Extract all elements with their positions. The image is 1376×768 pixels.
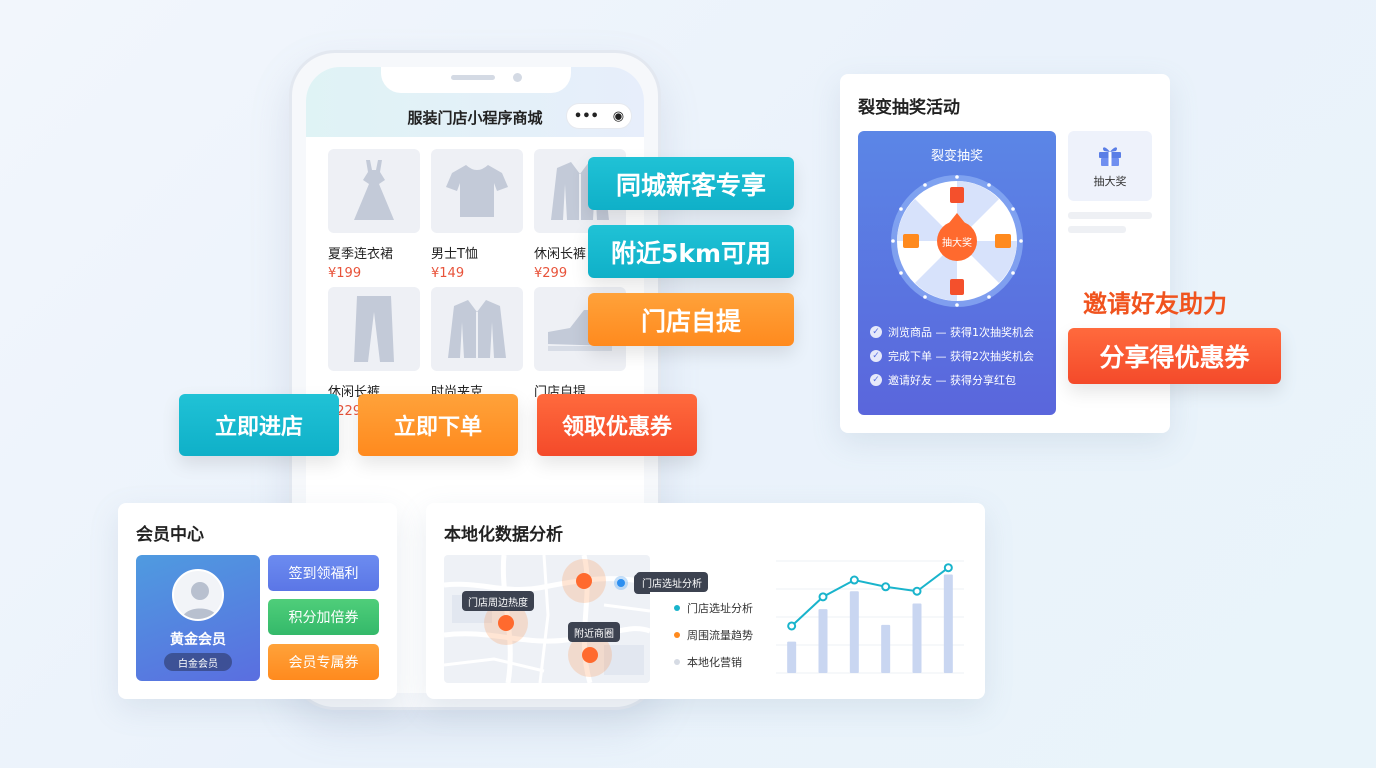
check-icon: ✓ (870, 374, 882, 386)
map-label: 门店周边热度 (462, 591, 534, 611)
legend-dot (674, 632, 680, 638)
analysis-card: 本地化数据分析 门店周边热度 门店选址分析 附近商圈 门店选址分析 门店选址分析… (426, 503, 985, 699)
check-in-button[interactable]: 签到领福利 (268, 555, 379, 591)
product-card[interactable]: 时尚夹克 (431, 287, 523, 404)
legend-item: 本地化营销 (674, 654, 742, 670)
chart-bar (943, 574, 953, 673)
analysis-title: 本地化数据分析 (444, 525, 563, 545)
get-coupon-button[interactable]: 领取优惠券 (537, 394, 697, 456)
mini-program-capsule[interactable]: ••• ◉ (566, 103, 632, 129)
rule-item: ✓邀请好友 — 获得分享红包 (870, 372, 1016, 388)
speaker-icon (451, 75, 495, 80)
legend-item: 门店选址分析 (674, 600, 753, 616)
close-icon[interactable]: ◉ (612, 108, 625, 124)
check-icon: ✓ (870, 350, 882, 362)
chart-point (787, 621, 797, 631)
wheel-title: 裂变抽奖 (930, 149, 983, 164)
chart-bar (881, 624, 891, 673)
product-card[interactable]: 男士T恤 ¥149 (431, 149, 523, 281)
avatar (172, 569, 224, 621)
share-coupon-button[interactable]: 分享得优惠券 (1068, 328, 1281, 384)
product-price: ¥299 (534, 266, 568, 281)
product-name: 休闲长裤 (534, 247, 587, 262)
order-now-button[interactable]: 立即下单 (358, 394, 518, 456)
map-roads (444, 555, 650, 683)
member-badge: 白金会员 (164, 653, 232, 671)
product-price: ¥199 (328, 266, 362, 281)
rule-item: ✓完成下单 — 获得2次抽奖机会 (870, 348, 1034, 364)
pants-icon (328, 287, 420, 371)
more-icon[interactable]: ••• (573, 108, 599, 124)
lottery-title: 裂变抽奖活动 (858, 98, 960, 118)
member-center-title: 会员中心 (136, 525, 204, 545)
prize-wheel[interactable] (889, 173, 1025, 309)
chart-line (790, 566, 949, 627)
legend-dot (674, 659, 680, 665)
phone-notch (381, 67, 571, 93)
product-card[interactable]: 休闲长裤 ¥229 (328, 287, 420, 419)
legend-dot (674, 605, 680, 611)
chart-bar (849, 591, 859, 673)
phone-header: 服装门店小程序商城 ••• ◉ (306, 67, 644, 137)
chart-point (818, 592, 828, 602)
dress-icon (328, 149, 420, 233)
product-card[interactable]: 夏季连衣裙 ¥199 (328, 149, 420, 281)
rule-item: ✓浏览商品 — 获得1次抽奖机会 (870, 324, 1034, 340)
grand-prize-box[interactable]: 抽大奖 (1068, 131, 1152, 201)
product-name: 男士T恤 (431, 247, 478, 262)
tshirt-icon (431, 149, 523, 233)
map-label-store-location: 门店选址分析 (636, 572, 708, 592)
invite-friends-text: 邀请好友助力 (1083, 290, 1227, 318)
member-level-name: 黄金会员 (170, 632, 226, 648)
chart-point (912, 586, 922, 596)
user-icon (182, 582, 218, 619)
member-center-card: 会员中心 黄金会员 白金会员 签到领福利 积分加倍券 会员专属券 (118, 503, 397, 699)
lottery-wheel-panel: 裂变抽奖 抽大奖 ✓浏览商品 — 获得1次抽奖机会 ✓完成下单 — 获得2次抽奖… (858, 131, 1056, 415)
nearby-5km-tag[interactable]: 附近5km可用 (588, 225, 794, 278)
check-icon: ✓ (870, 326, 882, 338)
member-coupon-button[interactable]: 会员专属券 (268, 644, 379, 680)
gift-icon (1099, 147, 1121, 166)
chart-point (943, 563, 953, 573)
wheel-center-label[interactable]: 抽大奖 (942, 238, 972, 249)
camera-icon (513, 73, 522, 82)
placeholder-line (1068, 226, 1126, 233)
points-coupon-button[interactable]: 积分加倍券 (268, 599, 379, 635)
chart-bar (787, 641, 797, 673)
jacket-icon (431, 287, 523, 371)
local-new-customer-tag[interactable]: 同城新客专享 (588, 157, 794, 210)
store-pickup-tag[interactable]: 门店自提 (588, 293, 794, 346)
chart-bar (912, 603, 922, 673)
legend-item: 周围流量趋势 (674, 627, 753, 643)
chart-bar (818, 609, 828, 673)
chart-point (881, 582, 891, 592)
product-name: 夏季连衣裙 (328, 247, 394, 262)
app-title: 服装门店小程序商城 (407, 109, 543, 127)
map-label: 附近商圈 (568, 622, 620, 642)
store-map[interactable]: 门店周边热度 门店选址分析 附近商圈 (444, 555, 650, 683)
traffic-trend-chart (776, 560, 964, 674)
placeholder-line (1068, 212, 1152, 219)
chart-point (849, 575, 859, 585)
enter-store-button[interactable]: 立即进店 (179, 394, 339, 456)
product-price: ¥149 (431, 266, 465, 281)
member-profile-panel[interactable]: 黄金会员 白金会员 (136, 555, 260, 681)
grand-prize-label: 抽大奖 (1093, 175, 1127, 188)
lottery-card: 裂变抽奖活动 裂变抽奖 抽大奖 ✓浏览商品 — 获得1次抽奖机会 ✓完成下单 —… (840, 74, 1170, 433)
